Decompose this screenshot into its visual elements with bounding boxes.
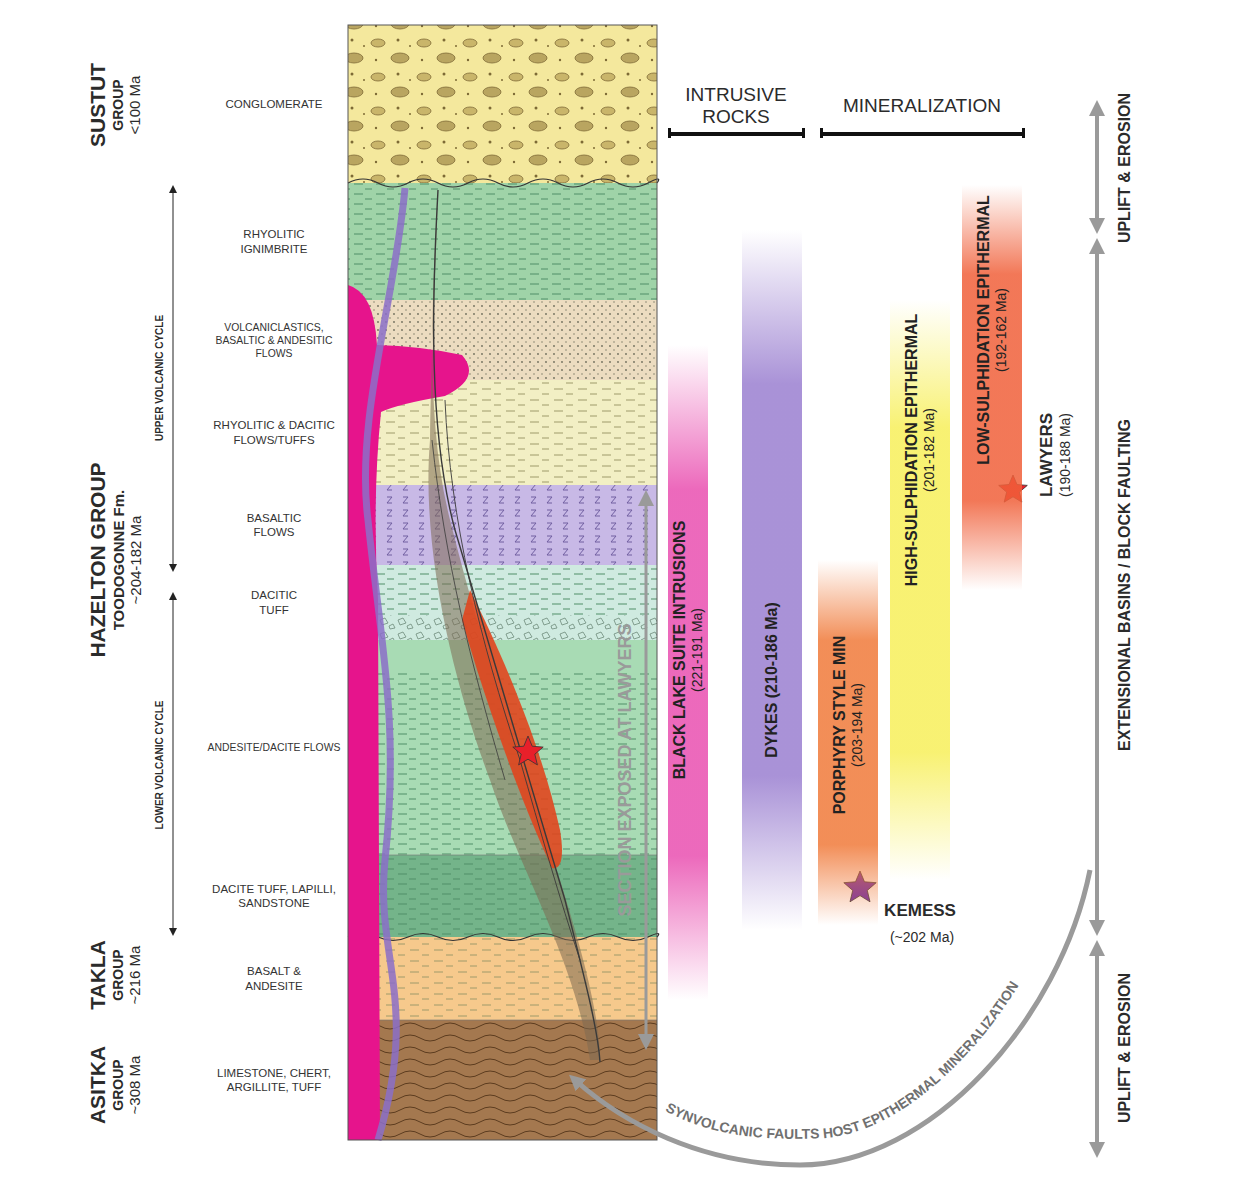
bar-title: PORPHYRY STYLE MIN: [831, 636, 849, 815]
age-range: (221-191 Ma): [689, 521, 705, 780]
age-range-bar: PORPHYRY STYLE MIN(203-194 Ma): [818, 560, 878, 925]
label: MINERALIZATION: [843, 95, 1001, 117]
label-text: GROUP: [110, 63, 126, 147]
layer-label-zone: VOLCANICLASTICS, BASALTIC & ANDESITIC FL…: [200, 300, 348, 380]
label-text: ~216 Ma: [126, 940, 143, 1010]
age-range: (203-194 Ma): [849, 636, 865, 815]
layer-band: LIMESTONE, CHERT, ARGILLITE, TUFF: [200, 1020, 657, 1140]
label-text: MINERALIZATION: [843, 95, 1001, 117]
bar-label: BLACK LAKE SUITE INTRUSIONS(221-191 Ma): [671, 521, 705, 780]
vertical-label: EXTENSIONAL BASINS / BLOCK FAULTING: [1116, 419, 1134, 751]
layer-band: BASALT & ANDESITE: [200, 937, 657, 1020]
vertical-label: HAZELTON GROUPTOODOGONNE Fm.~204-182 Ma: [86, 462, 145, 657]
vertical-label: ASITKAGROUP~308 Ma: [86, 1046, 143, 1124]
label-text: LAWYERS: [1037, 413, 1057, 497]
layer-band: RHYOLITIC & DACITIC FLOWS/TUFFS: [200, 380, 657, 485]
layer-band: CONGLOMERATE: [200, 25, 657, 183]
label-text: SECTION EXPOSED AT LAWYERS: [615, 623, 636, 916]
layer-label: ANDESITE/DACITE FLOWS: [208, 741, 341, 754]
label-text: EXTENSIONAL BASINS / BLOCK FAULTING: [1116, 419, 1134, 751]
label: KEMESS: [884, 901, 956, 921]
layer-band: DACITIC TUFF: [200, 565, 657, 640]
vertical-label: TAKLAGROUP~216 Ma: [86, 940, 143, 1010]
layer-band: RHYOLITIC IGNIMBRITE: [200, 183, 657, 300]
label: INTRUSIVE ROCKS: [666, 84, 806, 128]
bar-label: DYKES (210-186 Ma): [763, 602, 781, 758]
label-text: ~308 Ma: [126, 1046, 143, 1124]
layer-label: CONGLOMERATE: [226, 97, 323, 111]
vertical-label: SECTION EXPOSED AT LAWYERS: [615, 623, 636, 916]
label-text: ~204-182 Ma: [127, 462, 144, 657]
label-text: SUSTUT: [86, 63, 110, 147]
age-range-bar: LOW-SULPHIDATION EPITHERMAL(192-162 Ma): [962, 185, 1022, 590]
star-symbol: [513, 736, 543, 765]
layer-label-zone: DACITIC TUFF: [200, 565, 348, 640]
age-range-bar: HIGH-SULPHIDATION EPITHERMAL(201-182 Ma): [890, 300, 950, 880]
layer-label: DACITIC TUFF: [241, 588, 307, 617]
label-text: GROUP: [110, 1046, 126, 1124]
layer-label: VOLCANICLASTICS, BASALTIC & ANDESITIC FL…: [200, 321, 348, 360]
label-text: UPLIFT & EROSION: [1116, 973, 1134, 1123]
layer-label-zone: BASALT & ANDESITE: [200, 937, 348, 1020]
label-text: ASITKA: [86, 1046, 110, 1124]
layer-label: LIMESTONE, CHERT, ARGILLITE, TUFF: [214, 1066, 334, 1095]
label-text: <100 Ma: [126, 63, 143, 147]
label-text: TAKLA: [86, 940, 110, 1010]
layer-label: DACITE TUFF, LAPILLI, SANDSTONE: [204, 882, 344, 911]
label-text: (190-188 Ma): [1057, 413, 1073, 497]
layer-label-zone: DACITE TUFF, LAPILLI, SANDSTONE: [200, 855, 348, 937]
bar-label: HIGH-SULPHIDATION EPITHERMAL(201-182 Ma): [903, 314, 937, 587]
bar-title: LOW-SULPHIDATION EPITHERMAL: [975, 195, 993, 465]
label-text: UPLIFT & EROSION: [1116, 93, 1134, 243]
label: (~202 Ma): [890, 929, 954, 945]
vertical-label: LAWYERS(190-188 Ma): [1037, 413, 1073, 497]
layer-band: DACITE TUFF, LAPILLI, SANDSTONE: [200, 855, 657, 937]
layer-label: RHYOLITIC IGNIMBRITE: [234, 227, 314, 256]
label-text: (~202 Ma): [890, 929, 954, 945]
curved-label: SYNVOLCANIC FAULTS HOST EPITHERMAL MINER…: [663, 978, 1021, 1141]
layer-label: BASALTIC FLOWS: [238, 511, 310, 540]
bar-title: BLACK LAKE SUITE INTRUSIONS: [671, 521, 689, 780]
vertical-label: UPLIFT & EROSION: [1116, 973, 1134, 1123]
bar-title: DYKES (210-186 Ma): [763, 602, 781, 758]
age-range-bar: BLACK LAKE SUITE INTRUSIONS(221-191 Ma): [668, 345, 708, 1000]
layer-label-zone: RHYOLITIC IGNIMBRITE: [200, 183, 348, 300]
bar-label: PORPHYRY STYLE MIN(203-194 Ma): [831, 636, 865, 815]
layer-band: VOLCANICLASTICS, BASALTIC & ANDESITIC FL…: [200, 300, 657, 380]
label-text: LOWER VOLCANIC CYCLE: [154, 701, 166, 830]
bar-label: LOW-SULPHIDATION EPITHERMAL(192-162 Ma): [975, 195, 1009, 465]
age-range: (192-162 Ma): [993, 195, 1009, 465]
label-text: TOODOGONNE Fm.: [110, 462, 127, 657]
layer-label-zone: LIMESTONE, CHERT, ARGILLITE, TUFF: [200, 1020, 348, 1140]
vertical-label: UPPER VOLCANIC CYCLE: [154, 315, 166, 441]
layer-band: ANDESITE/DACITE FLOWS: [200, 640, 657, 855]
label-text: HAZELTON GROUP: [86, 462, 110, 657]
vertical-label: LOWER VOLCANIC CYCLE: [154, 701, 166, 830]
label-text: UPPER VOLCANIC CYCLE: [154, 315, 166, 441]
bar-title: HIGH-SULPHIDATION EPITHERMAL: [903, 314, 921, 587]
layer-label: BASALT & ANDESITE: [234, 964, 314, 993]
layer-band: BASALTIC FLOWS: [200, 485, 657, 565]
label-text: GROUP: [110, 940, 126, 1010]
layer-label-zone: RHYOLITIC & DACITIC FLOWS/TUFFS: [200, 380, 348, 485]
layer-label-zone: BASALTIC FLOWS: [200, 485, 348, 565]
label-text: KEMESS: [884, 901, 956, 921]
age-range-bar: DYKES (210-186 Ma): [742, 230, 802, 930]
layer-label: RHYOLITIC & DACITIC FLOWS/TUFFS: [209, 418, 339, 447]
label-text: INTRUSIVE ROCKS: [666, 84, 806, 128]
layer-label-zone: ANDESITE/DACITE FLOWS: [200, 640, 348, 855]
vertical-label: UPLIFT & EROSION: [1116, 93, 1134, 243]
age-range: (201-182 Ma): [921, 314, 937, 587]
layer-label-zone: CONGLOMERATE: [200, 25, 348, 183]
vertical-label: SUSTUTGROUP<100 Ma: [86, 63, 143, 147]
